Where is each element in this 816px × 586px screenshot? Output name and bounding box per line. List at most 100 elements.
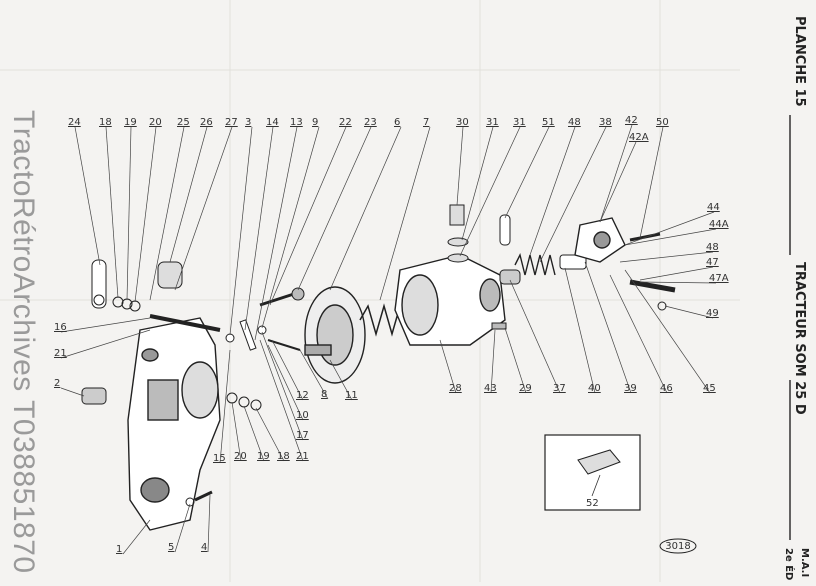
callout-45: 45 bbox=[703, 383, 716, 394]
callout-leader bbox=[229, 126, 253, 336]
callout-leader bbox=[439, 339, 457, 394]
inset-callout: 52 bbox=[586, 498, 599, 509]
callout-15: 15 bbox=[213, 453, 226, 464]
callout-leader bbox=[60, 387, 85, 397]
callout-26: 26 bbox=[200, 117, 213, 128]
callout-leader bbox=[255, 407, 285, 462]
callout-leader bbox=[134, 126, 157, 303]
callout-leader bbox=[149, 126, 185, 301]
callout-4: 4 bbox=[201, 542, 207, 553]
callout-20: 20 bbox=[234, 451, 247, 462]
callout-leader bbox=[609, 274, 668, 394]
callout-leader bbox=[639, 281, 717, 284]
callout-leader bbox=[329, 126, 402, 291]
callout-48: 48 bbox=[568, 117, 581, 128]
callout-8: 8 bbox=[321, 389, 327, 400]
callout-leader bbox=[261, 126, 320, 329]
callout-38: 38 bbox=[599, 117, 612, 128]
callout-19: 19 bbox=[257, 451, 270, 462]
callout-leader bbox=[74, 126, 101, 266]
callout-leader bbox=[126, 126, 132, 301]
plate-number: PLANCHE 15 bbox=[792, 16, 807, 107]
callout-28: 28 bbox=[449, 383, 462, 394]
callout-leader bbox=[379, 126, 431, 301]
callout-21: 21 bbox=[54, 348, 67, 359]
corner-text: M.A.I bbox=[799, 548, 810, 578]
callout-leader bbox=[539, 126, 607, 263]
watermark: TractoRétroArchives T038851870 bbox=[7, 110, 40, 574]
callout-leader bbox=[504, 126, 550, 219]
callout-leader bbox=[564, 267, 596, 394]
callout-18: 18 bbox=[99, 117, 112, 128]
callout-44: 44 bbox=[707, 202, 720, 213]
callout-17: 17 bbox=[296, 430, 309, 441]
callout-leader bbox=[509, 279, 561, 394]
callout-leader bbox=[219, 349, 231, 464]
callout-leader bbox=[254, 126, 298, 341]
callout-leader bbox=[664, 305, 714, 319]
callout-2: 2 bbox=[54, 378, 60, 389]
callout-leader bbox=[490, 329, 496, 394]
callout-leader bbox=[244, 126, 274, 331]
lever-part bbox=[91, 259, 107, 309]
callout-leader bbox=[619, 251, 714, 263]
callout-21: 21 bbox=[296, 451, 309, 462]
block-part bbox=[574, 217, 626, 263]
callout-12: 12 bbox=[296, 390, 309, 401]
callout-leader bbox=[60, 317, 151, 333]
callout-leader bbox=[461, 126, 494, 241]
callout-42a: 42A bbox=[629, 132, 649, 143]
callout-39: 39 bbox=[624, 383, 637, 394]
callout-37: 37 bbox=[553, 383, 566, 394]
callout-50: 50 bbox=[656, 117, 669, 128]
callout-20: 20 bbox=[149, 117, 162, 128]
callout-7: 7 bbox=[423, 117, 429, 128]
washers-part bbox=[112, 296, 141, 312]
callout-leader bbox=[299, 349, 329, 400]
callout-1: 1 bbox=[116, 544, 122, 555]
callout-27: 27 bbox=[225, 117, 238, 128]
bolt-29-part bbox=[491, 322, 507, 330]
callout-19: 19 bbox=[124, 117, 137, 128]
callout-25: 25 bbox=[177, 117, 190, 128]
callout-leader bbox=[599, 141, 637, 223]
callout-31: 31 bbox=[486, 117, 499, 128]
spring-38-part bbox=[514, 252, 556, 276]
valve-parts bbox=[447, 204, 511, 263]
callout-leader bbox=[60, 329, 151, 359]
callout-29: 29 bbox=[519, 383, 532, 394]
callout-16: 16 bbox=[54, 322, 67, 333]
callout-51: 51 bbox=[542, 117, 555, 128]
callout-leader bbox=[459, 126, 521, 257]
callout-leader bbox=[624, 228, 717, 246]
callout-43: 43 bbox=[484, 383, 497, 394]
callout-leader bbox=[259, 339, 304, 462]
callout-44a: 44A bbox=[709, 219, 729, 230]
callout-leader bbox=[297, 126, 372, 291]
callout-6: 6 bbox=[394, 117, 400, 128]
plug-part bbox=[81, 387, 107, 405]
callout-leader bbox=[624, 211, 715, 246]
callout-47: 47 bbox=[706, 257, 719, 268]
callout-14: 14 bbox=[266, 117, 279, 128]
callout-leader bbox=[269, 126, 347, 306]
inset-box bbox=[544, 434, 641, 511]
callout-leader bbox=[261, 331, 304, 441]
callout-22: 22 bbox=[339, 117, 352, 128]
callout-leader bbox=[174, 126, 233, 291]
callout-46: 46 bbox=[660, 383, 673, 394]
pin-47-part bbox=[629, 279, 676, 293]
figure-number-badge: 3018 bbox=[659, 538, 697, 554]
callout-leader bbox=[122, 519, 151, 555]
callout-13: 13 bbox=[290, 117, 303, 128]
callout-leader bbox=[624, 269, 711, 394]
callout-leader bbox=[271, 339, 304, 401]
callout-48: 48 bbox=[706, 242, 719, 253]
page-title: TRACTEUR SOM 25 D bbox=[792, 262, 807, 415]
bolt-50-part bbox=[629, 232, 661, 242]
callout-11: 11 bbox=[345, 390, 358, 401]
callout-42: 42 bbox=[625, 115, 638, 126]
